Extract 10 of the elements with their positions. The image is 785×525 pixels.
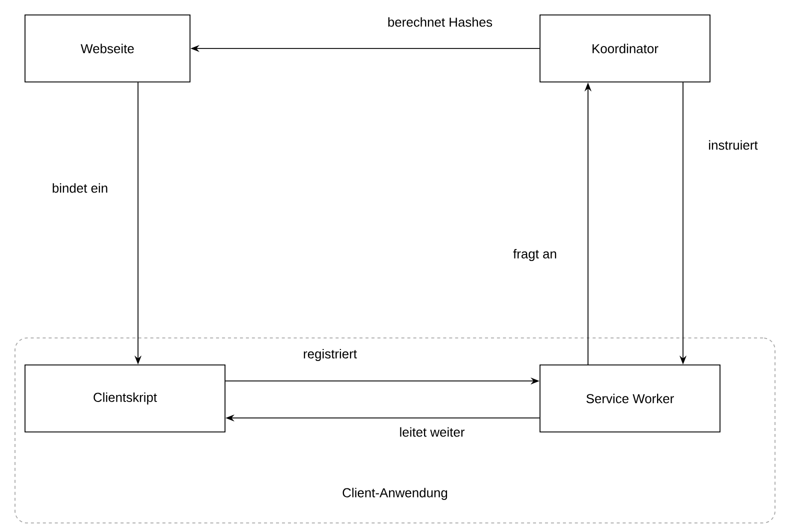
- edge-label: bindet ein: [52, 183, 108, 193]
- edge-label: instruiert: [709, 140, 758, 150]
- process-box: Koordinator: [540, 14, 710, 82]
- edge-label: leitet weiter: [400, 427, 465, 437]
- process-box: Service Worker: [540, 364, 720, 432]
- process-box: Webseite: [24, 14, 190, 82]
- edge-label: berechnet Hashes: [388, 17, 492, 27]
- edge-label: fragt an: [513, 248, 556, 262]
- edge-label: registriert: [304, 348, 357, 362]
- process-box: Clientskript: [24, 364, 226, 432]
